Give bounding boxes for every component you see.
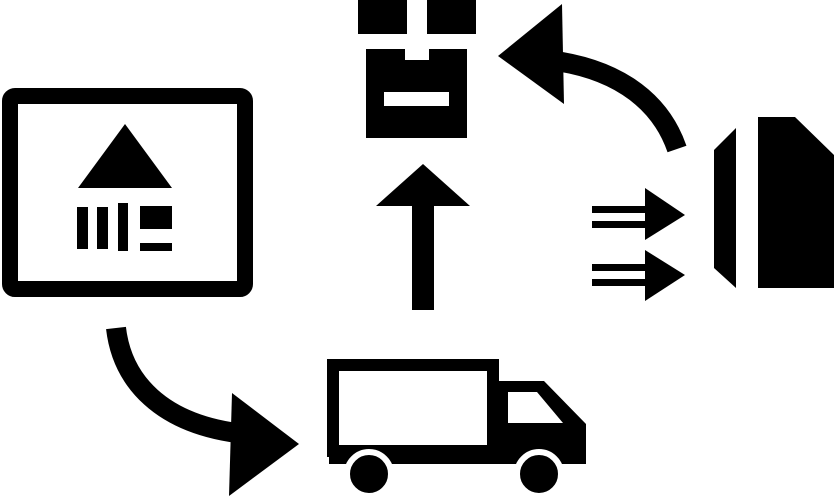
warehouse-screen-icon bbox=[2, 88, 253, 297]
curved-arrow-icon bbox=[106, 326, 299, 496]
package-box-icon bbox=[358, 0, 476, 138]
up-arrow-icon bbox=[376, 164, 470, 310]
double-right-arrows-icon bbox=[592, 188, 685, 301]
delivery-truck-icon bbox=[327, 359, 586, 499]
building-icon bbox=[714, 117, 834, 288]
curved-arrow-icon bbox=[498, 4, 687, 153]
